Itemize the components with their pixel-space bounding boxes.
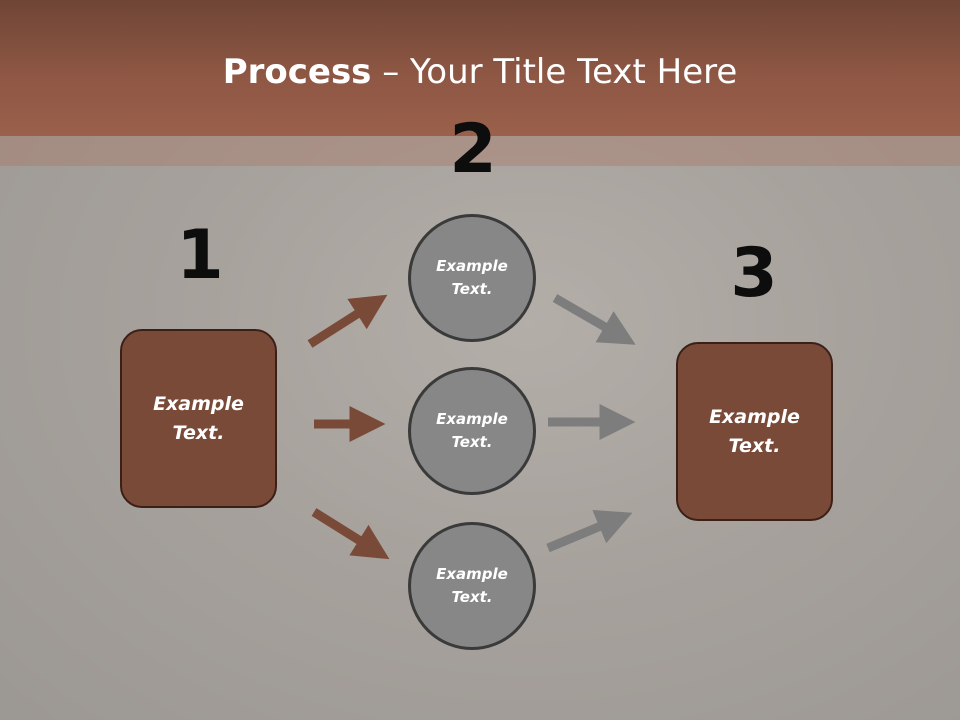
title-bar-strip xyxy=(0,136,960,166)
arrow-bottom-to-3 xyxy=(546,510,633,553)
step-2-circle-middle: Example Text. xyxy=(408,367,536,495)
title-bold: Process xyxy=(222,52,372,92)
step-1-text: Example Text. xyxy=(153,392,244,444)
step-2-circle-top: Example Text. xyxy=(408,214,536,342)
slide-title: Process – Your Title Text Here xyxy=(0,52,960,92)
step-2-circle-bottom: Example Text. xyxy=(408,522,536,650)
step-2-circle-top-text: Example Text. xyxy=(436,257,508,298)
step-3-box: Example Text. xyxy=(676,342,833,521)
arrow-1-to-bottom xyxy=(311,508,390,560)
step-1-box: Example Text. xyxy=(120,329,277,508)
step-number-3: 3 xyxy=(730,234,778,313)
title-rest: – Your Title Text Here xyxy=(371,52,738,92)
step-number-1: 1 xyxy=(176,216,224,295)
step-2-circle-middle-text: Example Text. xyxy=(436,410,508,451)
step-2-circle-bottom-text: Example Text. xyxy=(436,565,508,606)
title-bar xyxy=(0,0,960,136)
step-3-text: Example Text. xyxy=(709,405,800,457)
arrow-top-to-3 xyxy=(552,294,636,345)
step-number-2: 2 xyxy=(449,110,497,189)
arrow-1-to-top xyxy=(307,294,388,348)
